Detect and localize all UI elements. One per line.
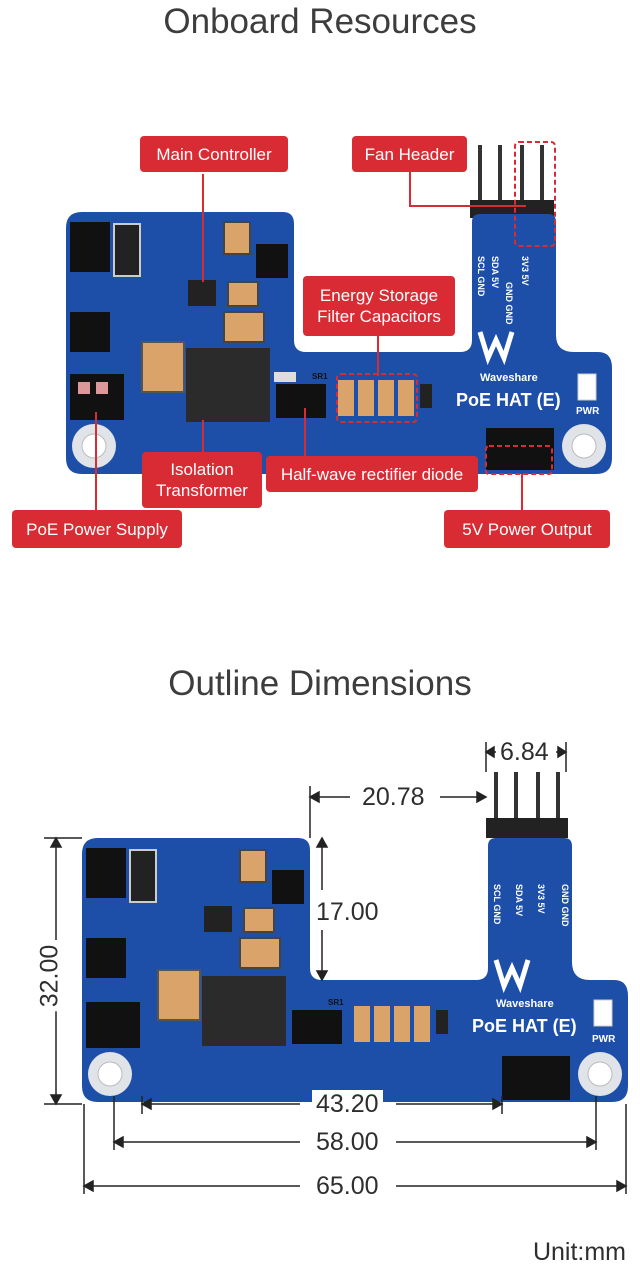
bottom-model-label: PoE HAT (E) xyxy=(472,1016,577,1036)
top-pin-label-3v3: 3V3 5V xyxy=(520,256,530,286)
dim-width: 65.00 xyxy=(312,1172,383,1200)
top-pin-label-scl: SCL GND xyxy=(476,256,486,297)
bottom-pwr-label: PWR xyxy=(592,1034,616,1045)
top-leader-lines xyxy=(95,155,526,512)
callout-energy-storage: Energy Storage Filter Capacitors xyxy=(303,276,455,336)
top-sr1-label: SR1 xyxy=(312,372,328,381)
dim-height: 32.00 xyxy=(35,940,64,1012)
dim-notch-height: 17.00 xyxy=(312,898,383,926)
top-pwr-label: PWR xyxy=(576,406,600,417)
bottom-brand-label: Waveshare xyxy=(496,998,554,1010)
bottom-pcb xyxy=(82,772,628,1102)
bottom-sr1-label: SR1 xyxy=(328,998,344,1007)
outline-dimensions-title: Outline Dimensions xyxy=(168,664,472,703)
dim-offset: 20.78 xyxy=(358,783,429,811)
bottom-header-pins xyxy=(486,772,568,838)
dim-pin-pitch: 6.84 xyxy=(496,738,553,766)
top-model-label: PoE HAT (E) xyxy=(456,390,561,410)
top-brand-label: Waveshare xyxy=(480,372,538,384)
callout-half-wave-diode: Half-wave rectifier diode xyxy=(266,456,478,492)
callout-main-controller: Main Controller xyxy=(140,136,288,172)
dim-hole-spacing-inner: 43.20 xyxy=(312,1090,383,1118)
top-fan-header-pins xyxy=(470,145,554,218)
callout-5v-power-output: 5V Power Output xyxy=(444,510,610,548)
bottom-pin-label-gnd: GND GND xyxy=(560,884,570,927)
callout-poe-power-supply: PoE Power Supply xyxy=(12,510,182,548)
top-pin-label-gnd: GND GND xyxy=(504,282,514,325)
onboard-resources-title: Onboard Resources xyxy=(163,2,477,41)
bottom-pin-label-3v3: 3V3 5V xyxy=(536,884,546,914)
callout-fan-header: Fan Header xyxy=(352,136,467,172)
bottom-pin-label-sda: SDA 5V xyxy=(514,884,524,917)
dimension-lines xyxy=(44,742,628,1194)
dim-hole-spacing: 58.00 xyxy=(312,1128,383,1156)
top-pin-label-sda: SDA 5V xyxy=(490,256,500,289)
callout-isolation-transformer: Isolation Transformer xyxy=(142,452,262,508)
unit-label: Unit:mm xyxy=(532,1238,626,1266)
bottom-pin-label-scl: SCL GND xyxy=(492,884,502,925)
